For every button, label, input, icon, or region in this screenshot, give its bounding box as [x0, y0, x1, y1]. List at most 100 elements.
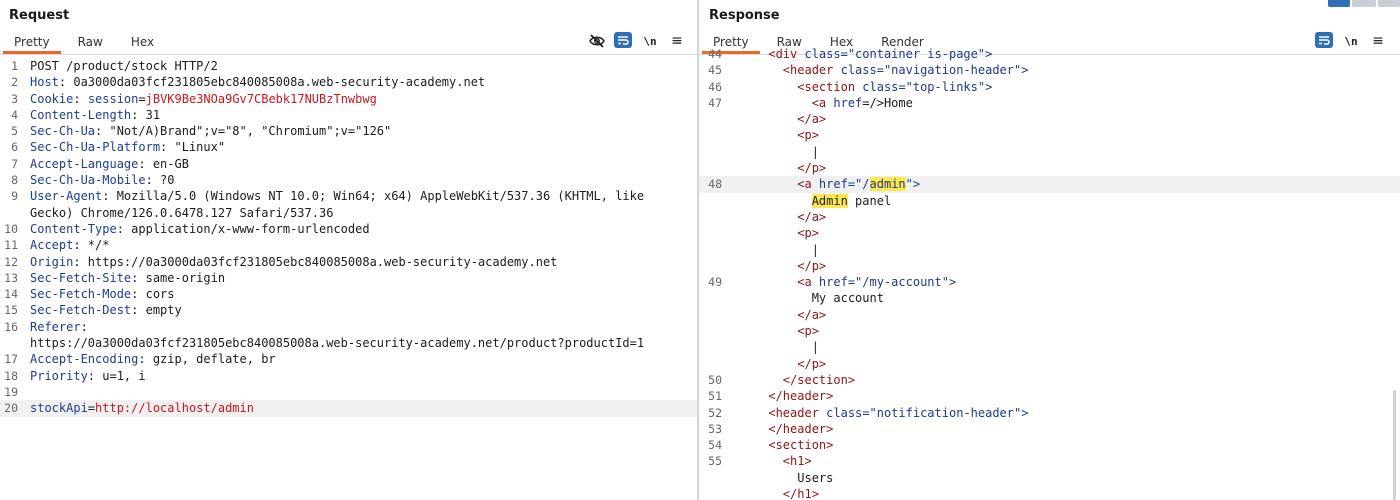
- code-token: </h1>: [725, 487, 819, 500]
- code-token: href: [833, 95, 863, 110]
- code-token: https://0a3000da03fcf231805ebc840085008a…: [30, 336, 645, 351]
- code-token: </p>: [725, 258, 827, 273]
- line-text: Sec-Ch-Ua: "Not/A)Brand";v="8", "Chromiu…: [30, 123, 391, 139]
- tab-request-pretty[interactable]: Pretty: [0, 32, 64, 54]
- tab-response-raw[interactable]: Raw: [776, 35, 802, 49]
- code-token: =: [138, 91, 146, 106]
- code-line: 44 <div class="container is-page">: [699, 46, 1400, 62]
- code-token: <: [725, 47, 776, 61]
- tab-request-raw[interactable]: Raw: [77, 35, 103, 49]
- line-text: </a>: [725, 111, 826, 127]
- code-token: Origin: [30, 254, 74, 269]
- code-token: http://localhost/admin: [95, 401, 254, 416]
- line-text: Sec-Fetch-Mode: cors: [30, 286, 175, 302]
- line-number: 4: [11, 107, 18, 122]
- line-number: 11: [4, 238, 18, 253]
- menu-icon[interactable]: ≡: [671, 33, 683, 49]
- line-text: <p>: [725, 225, 819, 241]
- newline-icon[interactable]: \n: [1344, 34, 1358, 48]
- line-text: My account: [725, 290, 884, 306]
- line-text: Gecko) Chrome/126.0.6478.127 Safari/537.…: [30, 205, 333, 221]
- code-line: 9 User-Agent: Mozilla/5.0 (Windows NT 10.…: [0, 188, 697, 204]
- code-line: </p>: [699, 356, 1400, 372]
- line-number: 8: [11, 173, 18, 188]
- line-text: https://0a3000da03fcf231805ebc840085008a…: [30, 335, 644, 351]
- line-number: 3: [11, 91, 18, 106]
- code-token: : en-GB: [138, 156, 189, 171]
- layout-toggle[interactable]: [1328, 0, 1400, 7]
- code-token: session: [87, 91, 139, 106]
- request-tabs: Pretty Raw Hex: [0, 32, 168, 54]
- code-line: <p>: [699, 323, 1400, 339]
- tab-request-hex[interactable]: Hex: [130, 35, 155, 49]
- line-number: 50: [708, 372, 722, 387]
- code-token: stockApi: [30, 401, 88, 416]
- line-number: 19: [4, 384, 18, 399]
- line-text: Cookie: session=jBVK9Be3NOa9Gv7CBebk17NU…: [30, 91, 377, 107]
- code-token: : same-origin: [131, 270, 226, 285]
- newline-icon[interactable]: \n: [643, 34, 657, 48]
- code-token: <a: [725, 177, 819, 192]
- code-token: </p>: [725, 356, 827, 371]
- code-token: ="navigation-header">: [876, 63, 1029, 78]
- line-text: Priority: u=1, i: [30, 368, 146, 384]
- line-text: </a>: [725, 209, 826, 225]
- layout-split-button[interactable]: [1328, 0, 1350, 7]
- line-text: Accept-Language: en-GB: [30, 156, 189, 172]
- code-token: User-Agent: [30, 189, 103, 204]
- code-token: : 0a3000da03fcf231805ebc840085008a.web-s…: [58, 75, 486, 90]
- line-number: 16: [4, 319, 18, 334]
- code-token: ="notification-header">: [862, 405, 1029, 420]
- tab-response-hex[interactable]: Hex: [829, 35, 854, 49]
- code-token: Accept: [30, 238, 74, 253]
- line-number: 9: [11, 189, 18, 204]
- eye-off-icon[interactable]: [588, 32, 606, 50]
- response-pane: Response Pretty Raw Hex Render \n ≡ 44 <…: [699, 0, 1400, 500]
- line-text: </a>: [725, 307, 826, 323]
- menu-icon[interactable]: ≡: [1372, 33, 1384, 49]
- line-text: </p>: [725, 258, 826, 274]
- code-line: Gecko) Chrome/126.0.6478.127 Safari/537.…: [0, 205, 697, 221]
- code-line: 5 Sec-Ch-Ua: "Not/A)Brand";v="8", "Chromi…: [0, 123, 697, 139]
- wrap-icon[interactable]: [614, 32, 632, 48]
- code-line: 3 Cookie: session=jBVK9Be3NOa9Gv7CBebk17N…: [0, 91, 697, 107]
- wrap-icon[interactable]: [1315, 32, 1333, 48]
- line-text: </p>: [725, 160, 826, 176]
- line-number: 5: [11, 124, 18, 139]
- layout-stack-button[interactable]: [1352, 0, 1376, 7]
- code-token: |: [725, 144, 819, 159]
- code-token: Priority: [30, 368, 88, 383]
- tab-response-pretty[interactable]: Pretty: [699, 32, 763, 54]
- code-token: </p>: [725, 161, 827, 176]
- line-text: |: [725, 339, 819, 355]
- pane-splitter[interactable]: [697, 0, 699, 500]
- code-token: : https://0a3000da03fcf231805ebc84008500…: [73, 254, 558, 269]
- code-token: class: [862, 79, 899, 94]
- layout-single-button[interactable]: [1378, 0, 1400, 7]
- line-number: 20: [4, 401, 18, 416]
- code-line: 47 <a href=/>Home: [699, 95, 1400, 111]
- line-text: <section class="top-links">: [725, 79, 992, 95]
- line-text: Origin: https://0a3000da03fcf231805ebc84…: [30, 254, 557, 270]
- line-number: 47: [708, 95, 722, 110]
- code-token: ="container is-page">: [840, 47, 993, 61]
- line-number: 49: [708, 275, 722, 290]
- line-text: User-Agent: Mozilla/5.0 (Windows NT 10.0…: [30, 188, 644, 204]
- tab-response-render[interactable]: Render: [881, 35, 924, 49]
- line-text: <p>: [725, 323, 819, 339]
- code-line: 54 <section>: [699, 437, 1400, 453]
- response-editor[interactable]: 44 <div class="container is-page">45 <he…: [699, 46, 1400, 500]
- response-scrollbar[interactable]: [1393, 390, 1396, 500]
- line-text: </header>: [725, 421, 833, 437]
- line-text: Accept-Encoding: gzip, deflate, br: [30, 351, 276, 367]
- code-line: https://0a3000da03fcf231805ebc840085008a…: [0, 335, 697, 351]
- code-token: class: [840, 63, 877, 78]
- code-line: 19: [0, 384, 697, 400]
- line-text: Accept: */*: [30, 237, 109, 253]
- code-line: 52 <header class="notification-header">: [699, 405, 1400, 421]
- line-number: 53: [708, 421, 722, 436]
